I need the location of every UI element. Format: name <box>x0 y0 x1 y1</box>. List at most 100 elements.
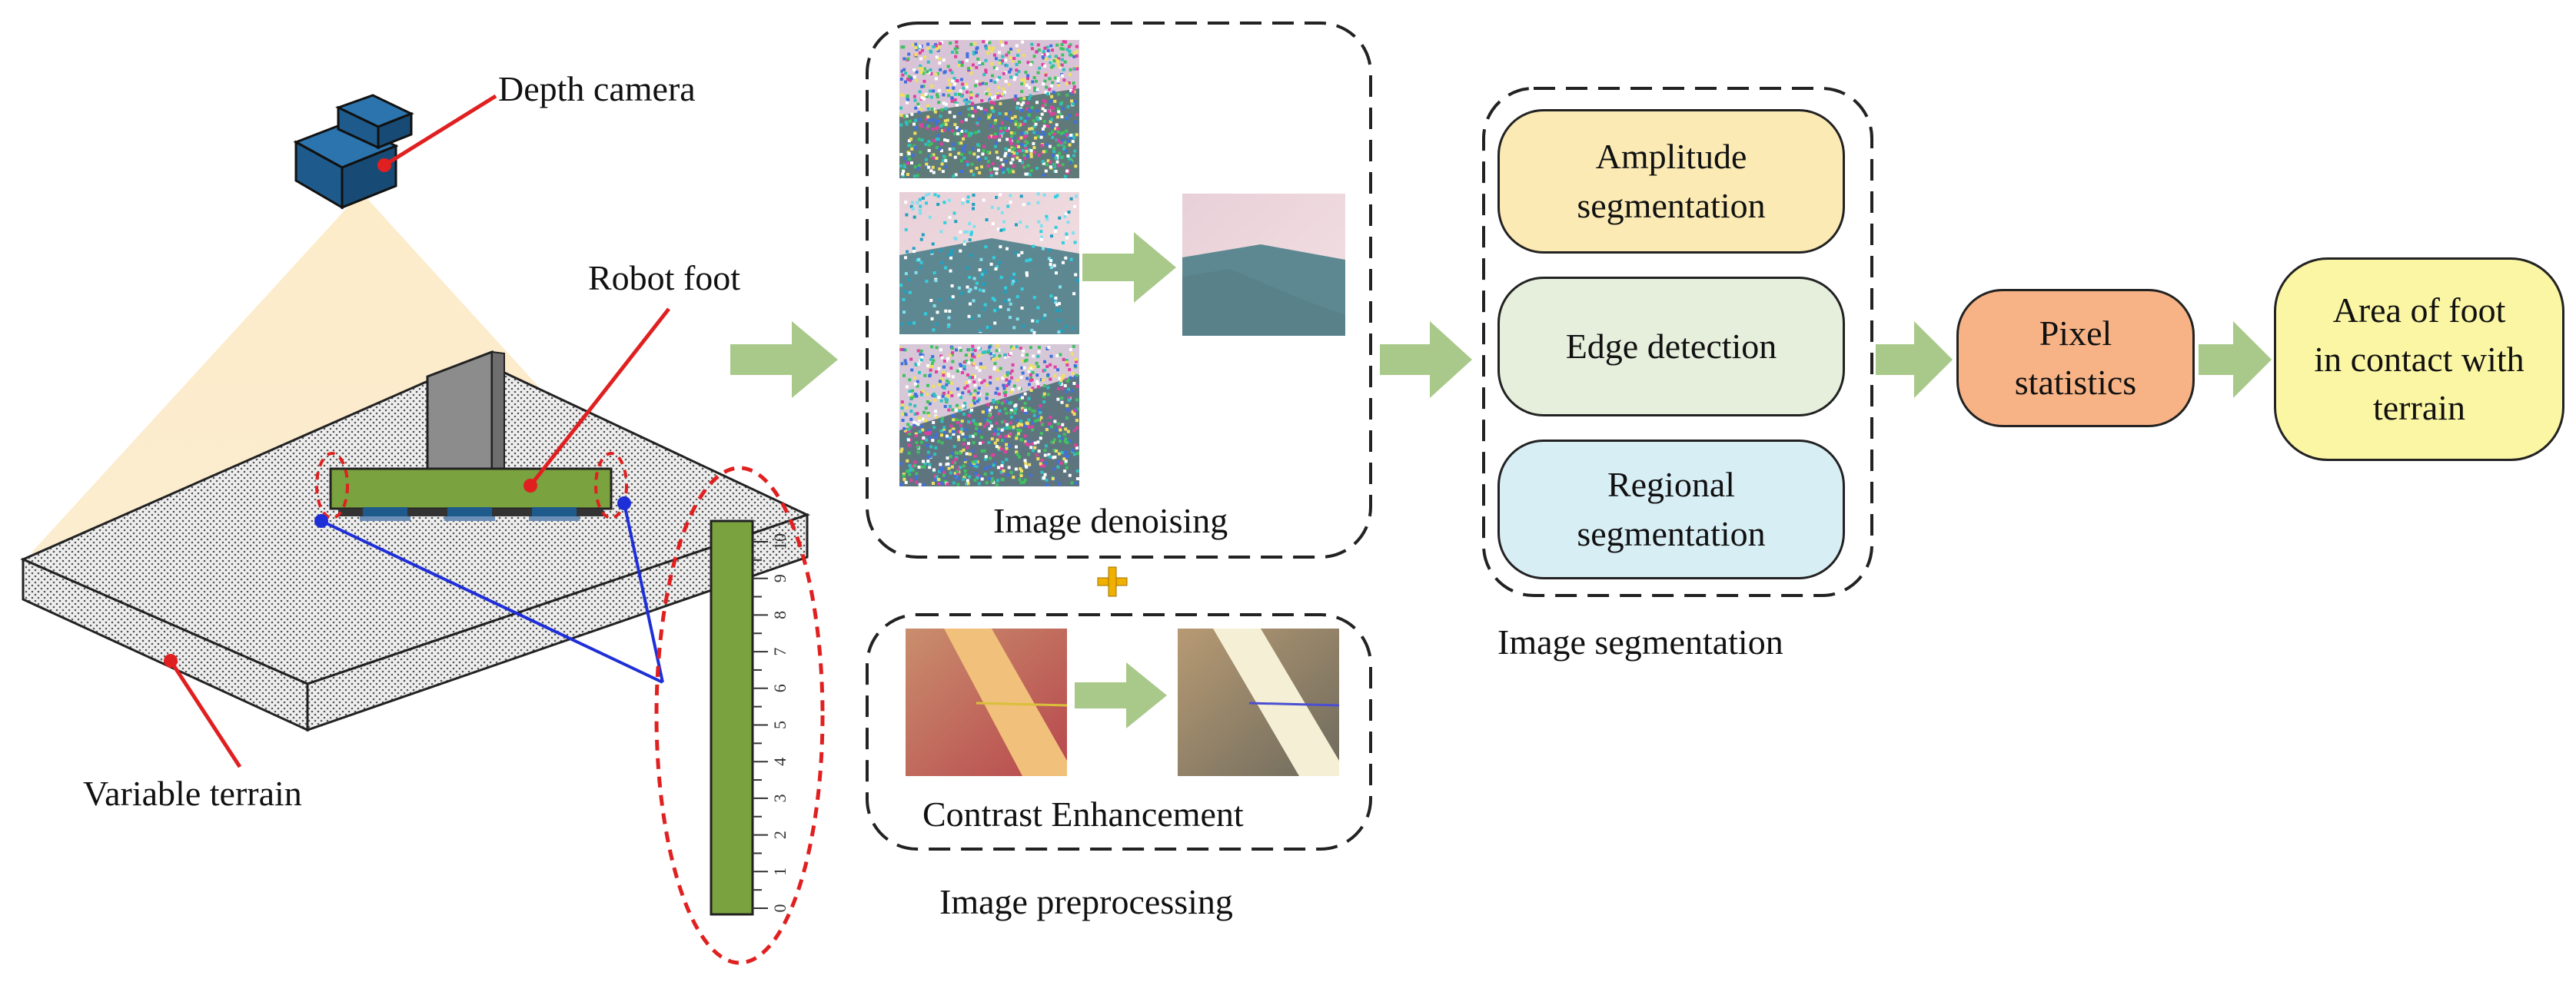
noise-speckle <box>982 198 986 202</box>
ruler-leader-dot-left <box>314 514 328 528</box>
noise-speckle <box>1019 420 1023 423</box>
noise-speckle <box>1016 424 1020 427</box>
noise-speckle <box>919 393 923 396</box>
noise-speckle <box>1023 131 1027 135</box>
noise-speckle <box>961 371 965 374</box>
noise-speckle <box>960 61 964 65</box>
noise-speckle <box>902 68 906 71</box>
noise-speckle <box>1065 236 1069 240</box>
noise-speckle <box>1001 168 1005 171</box>
noise-speckle <box>1043 65 1047 68</box>
noise-speckle <box>950 129 954 133</box>
pixel-statistics-text: Pixel statistics <box>2014 313 2137 402</box>
noise-speckle <box>987 441 991 444</box>
noise-speckle <box>1056 460 1060 464</box>
noise-speckle <box>1065 403 1069 407</box>
noise-speckle <box>931 128 935 131</box>
noise-speckle <box>1027 453 1030 456</box>
noise-speckle <box>1023 359 1027 363</box>
noise-speckle <box>996 95 1000 99</box>
noise-speckle <box>1039 411 1042 414</box>
noise-speckle <box>1022 97 1026 101</box>
noise-speckle <box>948 148 952 151</box>
noise-speckle <box>1032 365 1035 369</box>
noise-speckle <box>928 466 932 469</box>
noise-speckle <box>922 85 926 88</box>
noise-speckle <box>1019 116 1023 120</box>
noise-speckle <box>1002 438 1006 442</box>
noise-speckle <box>963 406 967 410</box>
noise-speckle <box>1002 420 1006 423</box>
noise-speckle <box>995 67 999 71</box>
noise-speckle <box>937 396 941 400</box>
noise-speckle <box>1004 147 1008 151</box>
noise-speckle <box>999 101 1002 105</box>
noise-speckle <box>1033 88 1037 92</box>
noise-speckle <box>1021 149 1025 152</box>
noise-speckle <box>995 483 999 486</box>
noise-speckle <box>913 393 917 396</box>
noise-speckle <box>1048 132 1052 136</box>
noise-speckle <box>979 423 982 426</box>
ruler-tick-label: 5 <box>770 721 789 729</box>
noise-speckle <box>1031 319 1035 323</box>
noise-speckle <box>1075 407 1079 411</box>
noise-speckle <box>1043 109 1047 112</box>
noise-speckle <box>1035 373 1039 377</box>
noise-speckle <box>1061 386 1065 390</box>
noise-speckle <box>962 149 966 153</box>
noise-speckle <box>1043 368 1047 372</box>
noise-speckle <box>926 364 929 367</box>
noise-speckle <box>1056 107 1060 111</box>
noise-speckle <box>916 167 920 171</box>
noise-speckle <box>979 107 983 111</box>
noise-speckle <box>982 449 986 453</box>
noise-speckle <box>990 479 994 483</box>
noise-speckle <box>1072 453 1076 456</box>
noise-speckle <box>956 79 959 83</box>
flow-arrows <box>730 232 2272 728</box>
noise-speckle <box>1075 194 1078 198</box>
noise-speckle <box>1049 61 1052 65</box>
noise-speckle <box>899 106 903 110</box>
noise-speckle <box>922 67 926 71</box>
noise-speckle <box>1021 396 1024 400</box>
noise-speckle <box>933 110 937 114</box>
noise-speckle <box>920 355 924 359</box>
noise-speckle <box>1020 469 1023 473</box>
noise-speckle <box>947 465 951 468</box>
noise-speckle <box>947 316 951 320</box>
noise-speckle <box>1012 154 1015 158</box>
noise-speckle <box>912 75 916 79</box>
noise-speckle <box>906 98 910 101</box>
noise-speckle <box>980 380 984 384</box>
noise-speckle <box>927 71 931 75</box>
noise-speckle <box>1056 386 1060 390</box>
noise-speckle <box>925 117 929 121</box>
noise-speckle <box>934 279 938 283</box>
noise-speckle <box>1009 161 1013 164</box>
noise-speckle <box>1007 383 1011 386</box>
noise-speckle <box>1046 373 1050 377</box>
noise-speckle <box>1058 434 1061 438</box>
noise-speckle <box>972 355 976 359</box>
noise-speckle <box>959 89 962 93</box>
noise-speckle <box>980 477 984 481</box>
noise-speckle <box>929 357 933 361</box>
noise-speckle <box>1062 133 1066 137</box>
noise-speckle <box>950 249 953 253</box>
noise-speckle <box>967 290 971 294</box>
noise-speckle <box>926 432 930 436</box>
noise-speckle <box>965 102 969 106</box>
noise-speckle <box>948 310 952 313</box>
noise-speckle <box>914 432 918 436</box>
noise-speckle <box>1050 84 1054 88</box>
ruler-tick-label: 2 <box>770 831 789 839</box>
noise-speckle <box>1006 307 1010 311</box>
noise-speckle <box>1020 103 1024 107</box>
noise-speckle <box>977 430 981 433</box>
noise-speckle <box>965 82 968 86</box>
noise-speckle <box>998 138 1002 142</box>
noise-speckle <box>1037 409 1041 413</box>
noise-speckle <box>909 417 913 421</box>
